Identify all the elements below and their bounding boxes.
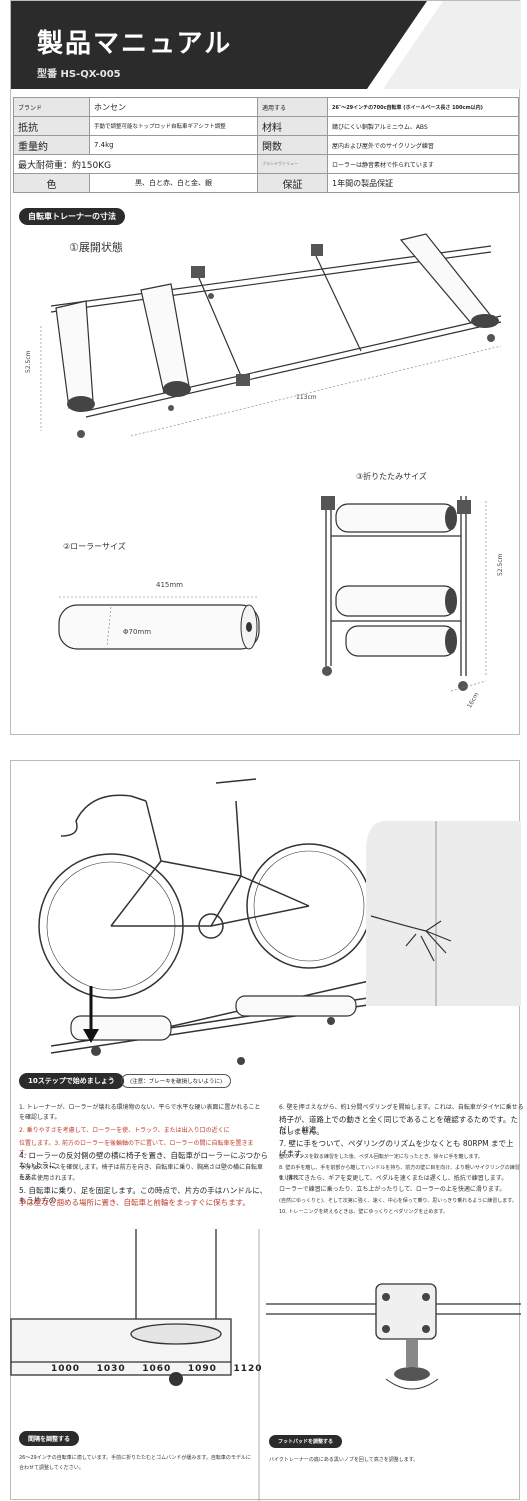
model-number: 型番 HS-QX-005 xyxy=(37,69,121,80)
manual-page-2: 10ステップで始めましょう (注意：ブレーキを破損しないように) 1. トレーナ… xyxy=(10,760,524,1501)
step-text: ために使用されます。 xyxy=(19,1175,79,1182)
spec-key: 材料 xyxy=(257,116,328,136)
trainer-deployed-illustration xyxy=(40,233,502,438)
trainer-folded-illustration xyxy=(321,496,487,692)
hand-on-wall-illustration xyxy=(366,821,521,1006)
spec-table: ブランド ホンセン 適用する 26″～29インチの700c自転車 (ホイールベー… xyxy=(13,97,519,193)
spec-value: 26″～29インチの700c自転車 (ホイールベース長さ 100cm以内) xyxy=(327,97,519,117)
dim-length-label: 113cm xyxy=(296,394,317,401)
spec-value: 黒、白と赤、白と金、銀 xyxy=(89,173,258,193)
step-text: (自然にゆっくりと)、そして次第に強く、速く、中心を保って乗り、思いっきり乗れる… xyxy=(279,1198,517,1204)
spec-value: 手動で調整可能なトップロッド自転車ギアシフト調整 xyxy=(89,116,258,136)
step-text: 1. トレーナーが、ローラーが壊れる環境物のない、平らで水平な硬い表面に置かれる… xyxy=(19,1104,261,1121)
manual-page-1: 製品マニュアル 型番 HS-QX-005 ブランド ホンセン 適用する 26″～… xyxy=(10,0,521,735)
spec-key: 関数 xyxy=(257,135,328,155)
step-text: 位置します。3. 前方のローラーを後輪軸の下に置いて、ローラーの間に自転車を置き… xyxy=(19,1140,254,1157)
spec-key: 色 xyxy=(13,173,90,193)
wheelbase-adjust-text: 26～29インチの自転車に適しています。手前に折りたたむとゴムバンドが緩みます。… xyxy=(19,1455,251,1471)
foot-pad-adjust-text: バイクトレーナーの底にある黒いノブを回して高さを調整します。 xyxy=(269,1457,419,1463)
scale-tick-label: 1120 xyxy=(233,1364,263,1374)
spec-key: 抵抗 xyxy=(13,116,90,136)
foot-pad-icon xyxy=(385,1339,439,1390)
step-text: 5. 自転車に乗り、足を固定します。この時点で、片方の手はハンドルに、もう片方の xyxy=(19,1186,267,1205)
table-row: 重量約 7.4kg 関数 屋内および屋外でのサイクリング練習 xyxy=(13,135,519,155)
step-text: 7. 壁に手をついて、ペダリングのリズムを少なくとも 80RPM まで上げます。 xyxy=(279,1139,514,1158)
step-text: 椅子が、道路上での動きと全く同じであることを確認するためです。ただし、前進 xyxy=(279,1115,519,1134)
roller-icon xyxy=(335,503,457,533)
spec-key: ブランド xyxy=(13,97,90,117)
foot-pad-adjust-label: フットパッドを調整する xyxy=(269,1435,343,1448)
step-text: 壁のバランスを取る練習をした後、ペダル回転が一定になったとき、徐々に手を離します… xyxy=(279,1154,484,1160)
adjustment-illustrations xyxy=(10,1229,521,1501)
scale-tick-label: 1030 xyxy=(96,1364,126,1374)
folded-size-label: ③折りたたみサイズ xyxy=(356,472,427,481)
spec-key: 重量約 xyxy=(13,135,90,155)
spec-value: ローラーは静音素材で作られています xyxy=(327,154,519,174)
steps-title-label: 10ステップで始めましょう xyxy=(19,1073,124,1089)
step-text: 6. 壁を押さえながら、約1分間ペダリングを開始します。これは、自転車がタイヤに… xyxy=(279,1104,524,1111)
roller-icon xyxy=(55,300,95,412)
deployed-state-label: ①展開状態 xyxy=(69,241,123,254)
spec-value: 錆びにくい銅製アルミニウム、ABS xyxy=(327,116,519,136)
dim-height-label: 52.5cm xyxy=(25,350,32,373)
step-text: ローラーで練習に乗ったり、立ち上がったりして、ローラーの上を快適に滑ります。 xyxy=(279,1186,506,1193)
roller-icon xyxy=(235,995,357,1017)
roller-icon xyxy=(70,1015,172,1041)
spec-key: ブランドヴァリュー xyxy=(257,154,328,174)
scale-tick-label: 1000 xyxy=(51,1364,81,1374)
arrow-down-icon xyxy=(83,986,99,1043)
spec-value: 7.4kg xyxy=(89,135,258,155)
spec-key: 適用する xyxy=(257,97,328,117)
table-row: 最大耐荷重：約150KG ブランドヴァリュー ローラーは静音素材で作られています xyxy=(13,154,519,174)
header-stripe-decoration xyxy=(367,1,521,89)
step-text: 2. 乗りやすさを考慮して、ローラーを使、トラック、または出入り口の近くに xyxy=(19,1127,230,1134)
table-row: ブランド ホンセン 適用する 26″～29インチの700c自転車 (ホイールベー… xyxy=(13,97,519,117)
step-text: 10. トレーニングを終えるときは、壁にゆっくりとペダリングを止めます。 xyxy=(279,1209,448,1215)
dim-folded-height-label: 52.5cm xyxy=(497,553,504,576)
step-text: 十分なスペースを確保します。椅子は前方を向き、自転車に乗り、胸高さは壁の横に自転… xyxy=(19,1164,264,1181)
roller-size-illustration xyxy=(58,596,260,650)
spec-value: 1年間の製品保証 xyxy=(327,173,519,193)
foot-knob-icon xyxy=(169,1372,183,1386)
step-text: 9. 慣れてきたら、ギアを変更して、ペダルを速くまたは遅くし、抵抗で練習します。 xyxy=(279,1175,508,1182)
bike-on-trainer-illustration xyxy=(38,778,392,1065)
hand-icon xyxy=(370,915,452,962)
spec-key: 最大耐荷重：約150KG xyxy=(13,154,258,174)
dims-section-label: 自転車トレーナーの寸法 xyxy=(19,208,125,225)
steps-note: (注意：ブレーキを破損しないように) xyxy=(121,1074,232,1088)
scale-tick-label: 1090 xyxy=(187,1364,217,1374)
roller-icon xyxy=(140,283,191,397)
step-text: 4. ローラーの反対側の壁の横に椅子を置き、自転車がローラーにぶつからないように xyxy=(19,1151,269,1170)
wheelbase-scale: 1000 1030 1060 1090 1120 xyxy=(51,1364,263,1374)
dim-roller-length-label: 415mm xyxy=(156,581,183,589)
scale-tick-label: 1060 xyxy=(142,1364,172,1374)
table-row: 色 黒、白と赤、白と金、銀 保証 1年間の製品保証 xyxy=(13,173,519,193)
step-text: 8. 壁の手を離し、手を前部から離してハンドルを持ち、前方の壁に目を向け、より軽… xyxy=(279,1165,520,1181)
step-text: 手は壁など掴める場所に置き、自転車と前輪をまっすぐに保ちます。 xyxy=(19,1198,250,1207)
dim-roller-diameter-label: Φ70mm xyxy=(123,628,152,636)
roller-icon xyxy=(345,625,457,657)
spec-value: ホンセン xyxy=(89,97,258,117)
spec-key: 保証 xyxy=(257,173,328,193)
roller-size-label: ②ローラーサイズ xyxy=(63,542,126,551)
page-title: 製品マニュアル xyxy=(37,29,233,59)
roller-icon xyxy=(335,585,457,617)
roller-icon xyxy=(399,233,499,328)
step-text: はしません。 xyxy=(279,1127,324,1136)
header-banner: 製品マニュアル 型番 HS-QX-005 xyxy=(11,1,521,89)
wheelbase-adjust-label: 間隔を調整する xyxy=(19,1431,80,1446)
table-row: 抵抗 手動で調整可能なトップロッド自転車ギアシフト調整 材料 錆びにくい銅製アル… xyxy=(13,116,519,136)
spec-value: 屋内および屋外でのサイクリング練習 xyxy=(327,135,519,155)
